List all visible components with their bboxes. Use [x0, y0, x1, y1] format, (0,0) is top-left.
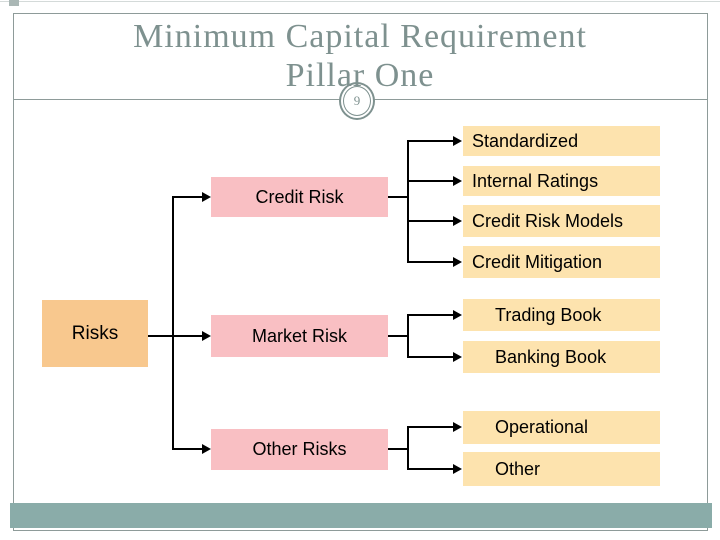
- page-number: 9: [343, 86, 371, 116]
- node-risks: Risks: [42, 300, 148, 367]
- arrowhead-trading-book: [453, 310, 462, 320]
- footer-bar: [10, 503, 712, 528]
- connector-market-stub: [388, 335, 409, 337]
- node-operational: Operational: [463, 411, 660, 444]
- connector-to-operational: [407, 426, 453, 428]
- arrowhead-operational: [453, 422, 462, 432]
- node-banking-book: Banking Book: [463, 341, 660, 373]
- connector-to-credit-risk-models: [407, 220, 453, 222]
- node-credit-risk: Credit Risk: [211, 177, 388, 217]
- corner-mark: [9, 0, 19, 6]
- node-internal-ratings-label: Internal Ratings: [472, 170, 599, 191]
- arrowhead-internal-ratings: [453, 176, 462, 186]
- node-banking-book-label: Banking Book: [495, 346, 607, 367]
- slide-title-line2: Pillar One: [285, 57, 435, 94]
- node-credit-risk-label: Credit Risk: [255, 186, 344, 207]
- page-number-badge: 9: [339, 82, 375, 120]
- arrowhead-standardized: [453, 136, 462, 146]
- node-credit-mitigation-label: Credit Mitigation: [472, 251, 603, 272]
- node-credit-mitigation: Credit Mitigation: [463, 246, 660, 278]
- node-risks-label: Risks: [71, 322, 119, 344]
- arrowhead-other-risks: [202, 444, 211, 454]
- node-trading-book-label: Trading Book: [495, 304, 602, 325]
- connector-to-internal-ratings: [407, 180, 453, 182]
- connector-to-credit-risk: [172, 196, 203, 198]
- node-market-risk-label: Market Risk: [251, 325, 347, 346]
- connector-other-stub: [388, 448, 409, 450]
- connector-market-rail: [407, 314, 409, 358]
- node-market-risk: Market Risk: [211, 315, 388, 357]
- node-operational-label: Operational: [495, 417, 589, 437]
- connector-to-credit-mitigation: [407, 261, 453, 263]
- connector-to-standardized: [407, 140, 453, 142]
- connector-to-other: [407, 468, 453, 470]
- node-standardized-label: Standardized: [472, 130, 579, 151]
- node-credit-risk-models: Credit Risk Models: [463, 205, 660, 237]
- node-standardized: Standardized: [463, 126, 660, 156]
- connector-credit-stub: [388, 196, 409, 198]
- connector-other-rail: [407, 426, 409, 470]
- connector-root-trunk: [172, 196, 174, 450]
- slide-title-line1: Minimum Capital Requirement: [133, 18, 587, 55]
- node-credit-risk-models-label: Credit Risk Models: [472, 210, 624, 231]
- top-edge-line: [0, 1, 720, 2]
- arrowhead-credit-mitigation: [453, 257, 462, 267]
- arrowhead-banking-book: [453, 352, 462, 362]
- connector-to-other-risks: [172, 448, 203, 450]
- arrowhead-market-risk: [202, 331, 211, 341]
- node-other-label: Other: [495, 458, 541, 479]
- node-other-risks: Other Risks: [211, 429, 388, 470]
- connector-to-trading-book: [407, 314, 453, 316]
- connector-root-to-market-risk: [148, 335, 203, 337]
- connector-credit-rail: [407, 140, 409, 263]
- arrowhead-credit-risk: [202, 192, 211, 202]
- node-trading-book: Trading Book: [463, 299, 660, 331]
- arrowhead-credit-risk-models: [453, 216, 462, 226]
- node-other: Other: [463, 452, 660, 486]
- node-other-risks-label: Other Risks: [252, 439, 347, 459]
- node-internal-ratings: Internal Ratings: [463, 166, 660, 196]
- slide-frame: [13, 13, 708, 531]
- connector-to-banking-book: [407, 356, 453, 358]
- arrowhead-other: [453, 464, 462, 474]
